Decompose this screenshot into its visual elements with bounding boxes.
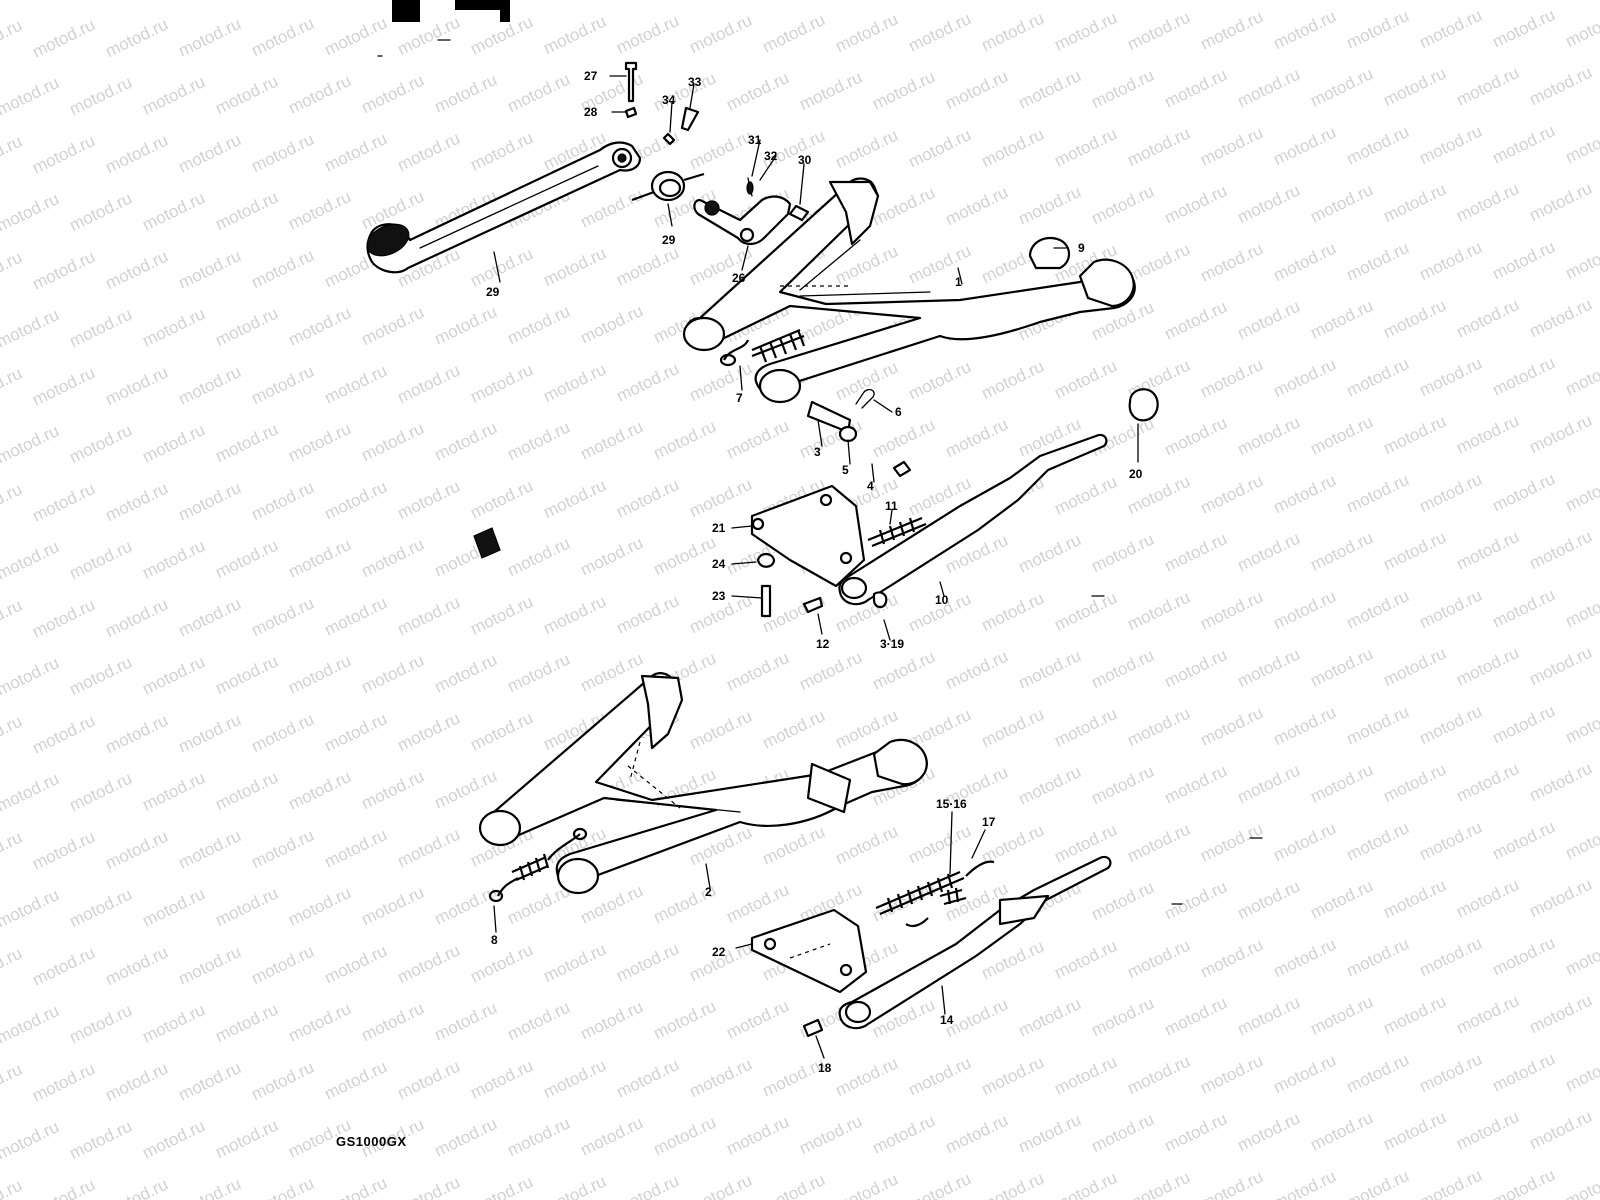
- side-stand-bracket-lower: [750, 908, 868, 994]
- callout-15-16: 15·16: [936, 797, 967, 811]
- brake-pedal-spring: [631, 170, 705, 202]
- small-fasteners-top: [624, 61, 700, 146]
- callout-31: 31: [748, 133, 762, 147]
- callout-10: 10: [935, 593, 949, 607]
- callout-12: 12: [816, 637, 830, 651]
- side-stand-lower: [802, 855, 1112, 1038]
- brake-pedal: [366, 141, 642, 274]
- side-stand-springs-lower: [875, 860, 995, 928]
- callout-29-pedal: 29: [486, 285, 500, 299]
- center-stand-stopper: [806, 388, 912, 478]
- callout-17: 17: [982, 815, 996, 829]
- leader-lines: [493, 75, 1139, 1059]
- callout-7: 7: [736, 391, 743, 405]
- page-top-fragment: [392, 0, 510, 22]
- center-stand-upper: [682, 177, 1136, 404]
- model-label: GS1000GX: [336, 1134, 407, 1149]
- callout-11: 11: [885, 499, 898, 513]
- callout-1: 1: [955, 275, 962, 289]
- callout-33: 33: [688, 75, 702, 89]
- center-stand-lower: [478, 672, 928, 895]
- callout-24: 24: [712, 557, 726, 571]
- callout-5: 5: [842, 463, 849, 477]
- callout-18: 18: [818, 1061, 832, 1075]
- side-stand-rubber: [1028, 236, 1159, 422]
- callout-29-spring: 29: [662, 233, 676, 247]
- side-stand-upper: [838, 433, 1108, 609]
- callout-23: 23: [712, 589, 726, 603]
- callout-28: 28: [584, 105, 598, 119]
- callout-4: 4: [867, 479, 874, 493]
- callout-2: 2: [705, 885, 712, 899]
- callout-22: 22: [712, 945, 726, 959]
- callout-8: 8: [491, 933, 498, 947]
- callout-34: 34: [662, 93, 676, 107]
- callout-32: 32: [764, 149, 778, 163]
- callout-3: 3: [814, 445, 821, 459]
- center-stand-spring: [719, 328, 806, 367]
- stray-marks: [377, 39, 1263, 905]
- callout-20: 20: [1129, 467, 1143, 481]
- callout-21: 21: [712, 521, 726, 535]
- side-stand-spring-upper: [867, 516, 927, 548]
- center-stand-spring-lower: [488, 827, 588, 903]
- callout-3-19: 3·19: [880, 637, 904, 651]
- callout-6: 6: [895, 405, 902, 419]
- callout-labels: 1 2 3 4 5 6 7 8 9 10 11 12 3·19 14 15·16…: [486, 69, 1143, 1075]
- side-stand-bracket-upper: [750, 484, 866, 618]
- callout-27: 27: [584, 69, 598, 83]
- callout-26: 26: [732, 271, 746, 285]
- pedal-shaft-lever: [693, 177, 810, 246]
- small-plate: [473, 527, 501, 559]
- callout-14: 14: [940, 1013, 954, 1027]
- callout-30: 30: [798, 153, 812, 167]
- callout-9: 9: [1078, 241, 1085, 255]
